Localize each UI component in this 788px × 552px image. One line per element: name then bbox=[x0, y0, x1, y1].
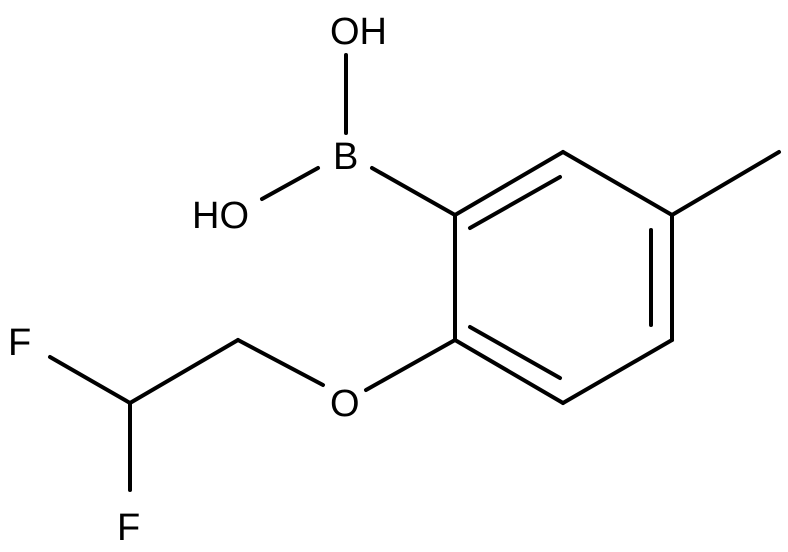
benzene-ring bbox=[453, 150, 674, 405]
bond-b-oh-left bbox=[260, 166, 320, 201]
atom-fluorine-bottom: F bbox=[117, 507, 140, 549]
atom-fluorine-top: F bbox=[8, 322, 31, 364]
bond-c6-o bbox=[364, 338, 457, 392]
bond-c4-c5 bbox=[561, 338, 674, 405]
bond-c1-c2-inner bbox=[468, 175, 562, 230]
bond-c1-c2 bbox=[453, 150, 565, 217]
bond-ch2-chf2 bbox=[128, 338, 240, 405]
atom-oh-left: HO bbox=[192, 195, 249, 237]
bond-c5-c6 bbox=[453, 338, 565, 405]
atom-oh-top: OH bbox=[330, 11, 387, 53]
bond-c2-c3 bbox=[561, 150, 674, 217]
bond-chf2-f-top bbox=[48, 355, 132, 405]
bond-c5-c6-inner bbox=[468, 325, 562, 380]
atom-boron: B bbox=[333, 136, 358, 178]
bond-c1-b bbox=[370, 166, 457, 217]
atom-oxygen: O bbox=[330, 383, 360, 425]
bond-methyl bbox=[670, 150, 781, 217]
bond-o-ch2 bbox=[236, 338, 325, 387]
